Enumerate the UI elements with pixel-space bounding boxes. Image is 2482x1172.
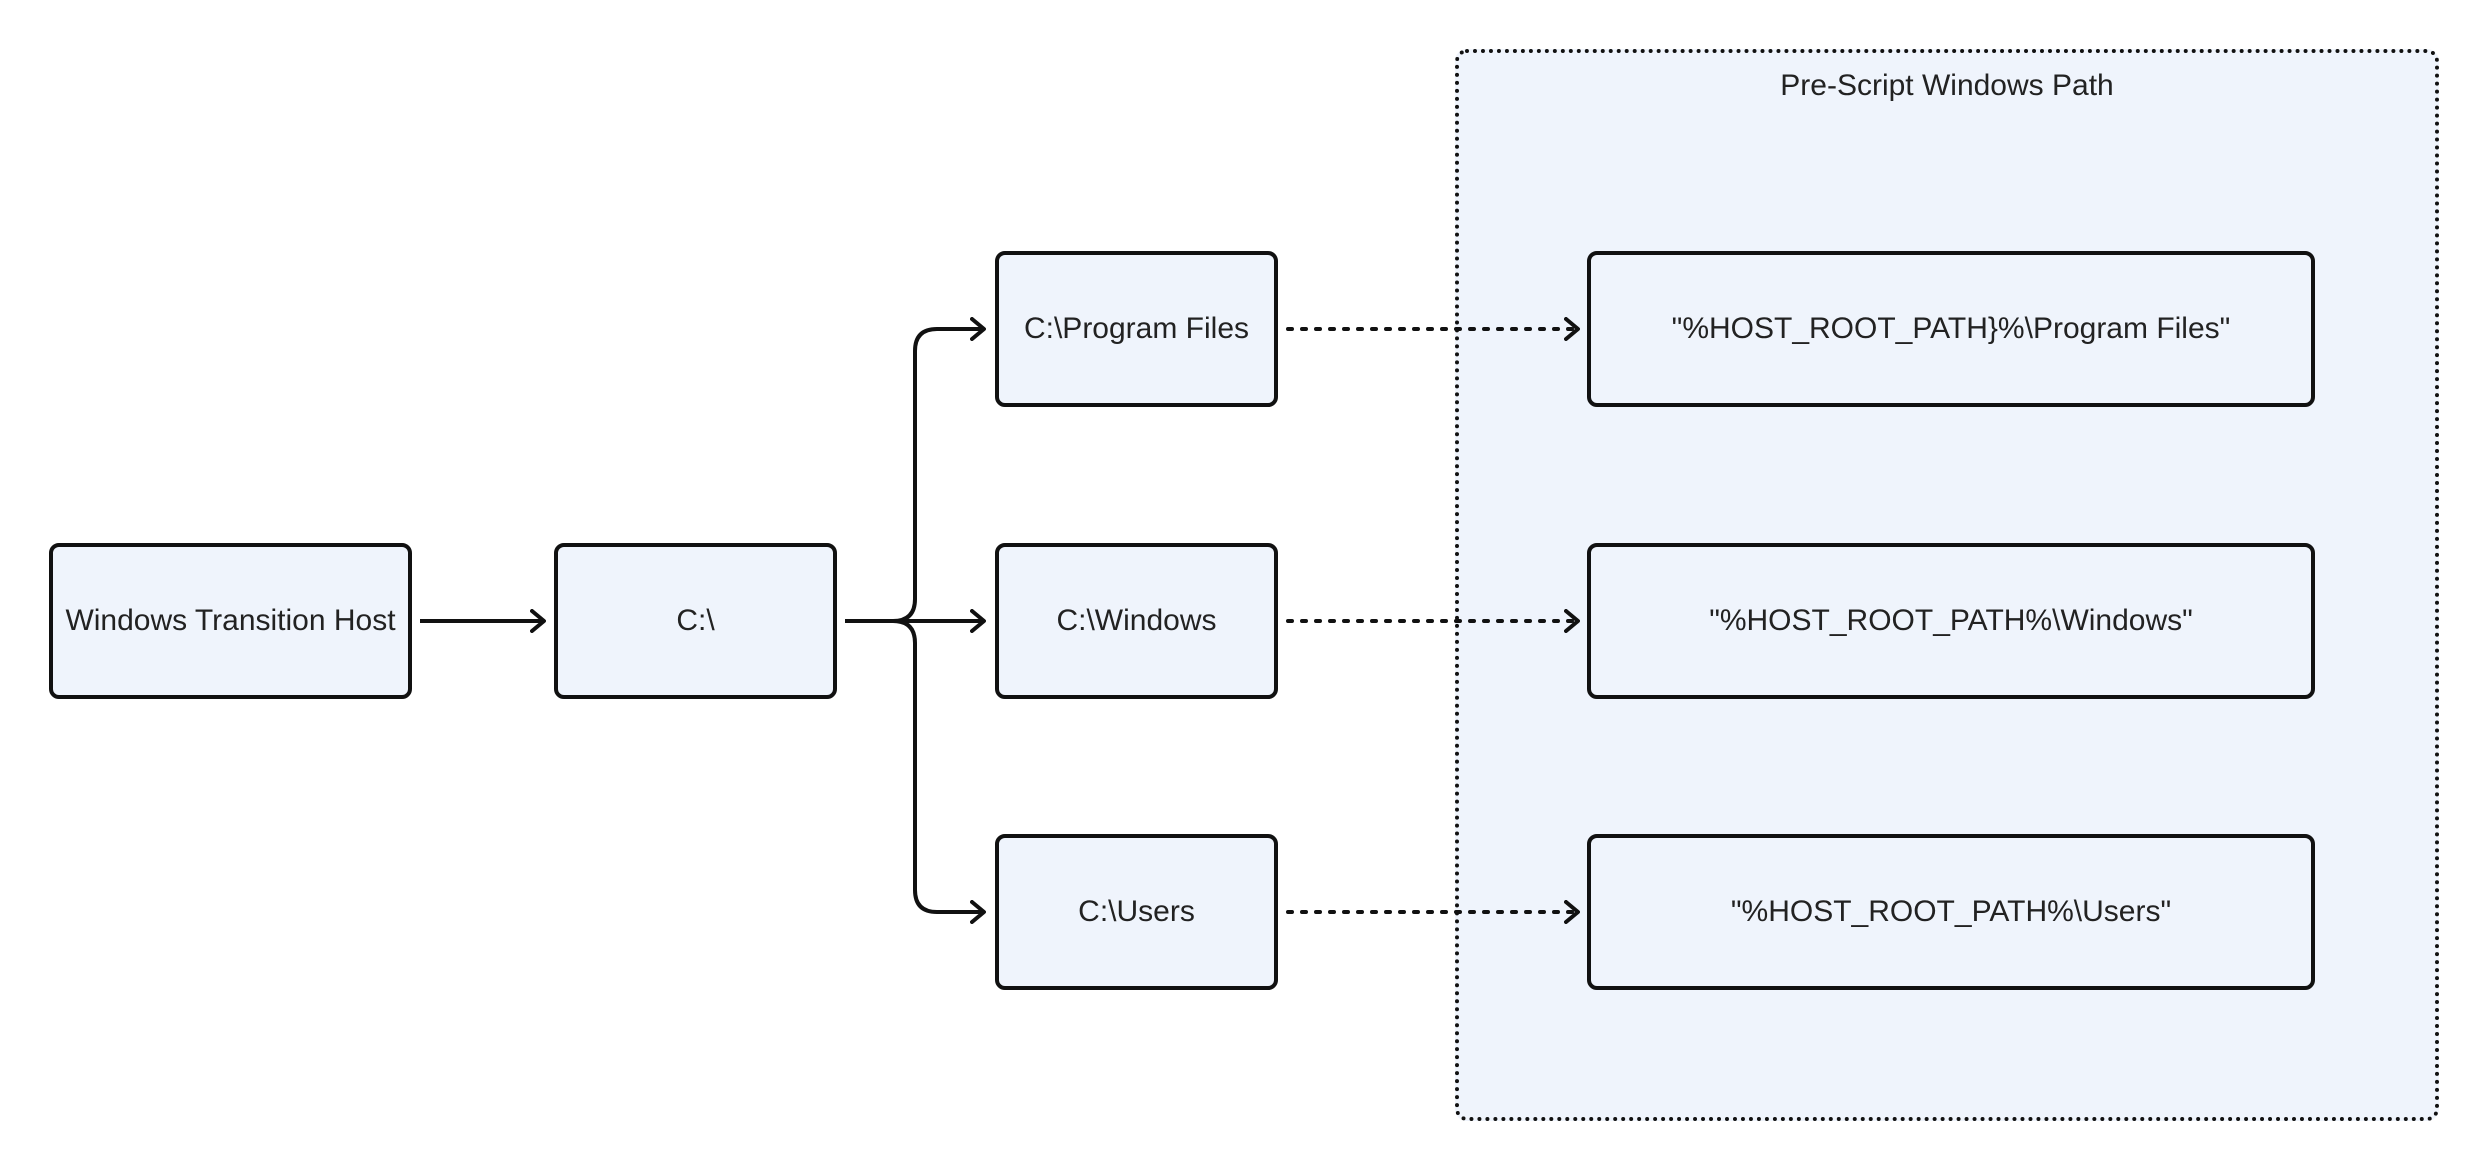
node-c-root: C:\ — [554, 543, 837, 699]
node-c-users: C:\Users — [995, 834, 1278, 990]
group-label: Pre-Script Windows Path — [1780, 69, 2114, 102]
node-c-program-files: C:\Program Files — [995, 251, 1278, 407]
node-host-root-windows: "%HOST_ROOT_PATH%\Windows" — [1587, 543, 2315, 699]
node-windows-transition-host: Windows Transition Host — [49, 543, 412, 699]
edge-root-to-users — [845, 619, 986, 924]
edge-root-to-program-files — [845, 317, 986, 623]
node-c-windows: C:\Windows — [995, 543, 1278, 699]
node-host-root-program-files: "%HOST_ROOT_PATH}%\Program Files" — [1587, 251, 2315, 407]
node-host-root-users: "%HOST_ROOT_PATH%\Users" — [1587, 834, 2315, 990]
